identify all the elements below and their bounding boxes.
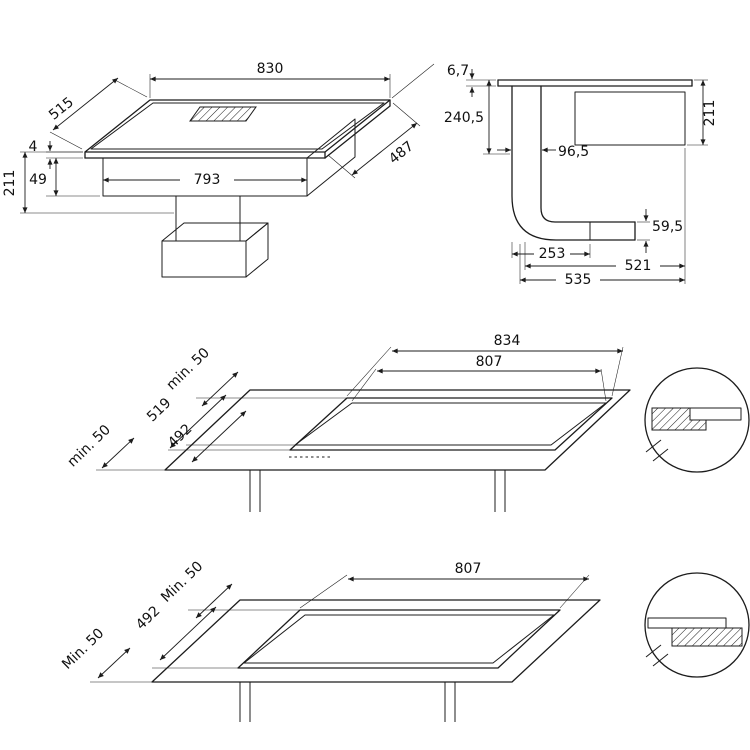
dim-min50-rear-flush: min. 50: [164, 345, 347, 407]
dim-59-5: 59,5: [637, 209, 683, 253]
overlay-plan-view: 807 Min. 50 492 Min. 50: [59, 558, 750, 722]
hob-outline: [289, 397, 613, 458]
glass-section-overlay: [647, 617, 727, 629]
exhaust-duct: [511, 85, 636, 241]
dim-label-49: 49: [29, 172, 47, 188]
dim-label-519: 519: [144, 395, 174, 425]
dim-49: 49: [29, 158, 100, 197]
dim-label-6-7: 6,7: [447, 63, 469, 79]
dim-492-overlay: 492: [133, 603, 238, 669]
dim-min50-left-overlay: Min. 50: [59, 625, 152, 683]
dim-211-right: 211: [687, 79, 718, 146]
dim-830: 830: [149, 61, 435, 99]
dim-label-211: 211: [2, 170, 18, 197]
dim-label-96-5: 96,5: [558, 144, 589, 160]
dim-834: 834: [346, 333, 624, 397]
dim-label-253: 253: [539, 246, 566, 262]
dim-label-min50-rear-flush: min. 50: [164, 345, 213, 393]
dim-211-left: 211: [2, 151, 174, 214]
worktop: [151, 599, 601, 722]
hob-outline: [237, 609, 561, 669]
dim-label-535: 535: [565, 272, 592, 288]
dim-label-521: 521: [625, 258, 652, 274]
side-view: 6,7 240,5 96,5 211 59,5: [444, 63, 718, 288]
dim-793: 793: [102, 172, 307, 188]
dim-96-5: 96,5: [497, 144, 589, 160]
dim-label-830: 830: [257, 61, 284, 77]
dim-label-492-flush: 492: [165, 421, 195, 451]
dim-label-807-overlay: 807: [455, 561, 482, 577]
dim-label-515: 515: [46, 94, 77, 123]
dim-label-240-5: 240,5: [444, 110, 484, 126]
detail-circle-overlay: [644, 572, 750, 678]
dim-label-807-flush: 807: [476, 354, 503, 370]
dim-807-overlay: 807: [299, 561, 590, 609]
hob-profile: [497, 79, 693, 87]
dim-487: 487: [327, 102, 421, 179]
overlay-detail-circle: [644, 572, 750, 678]
dim-535: 535: [519, 244, 685, 288]
dim-label-min50-rear-overlay: Min. 50: [158, 558, 206, 605]
motor-box-profile: [574, 91, 686, 146]
dim-492-flush: 492: [165, 410, 295, 463]
dim-label-211-right: 211: [702, 100, 718, 127]
dim-521: 521: [524, 148, 686, 284]
iso-view: 830 515 487 4 49: [2, 61, 435, 278]
dim-min50-left-flush: min. 50: [65, 422, 165, 470]
dim-label-834: 834: [494, 333, 521, 349]
flush-plan-view: 834 807 min. 50 519 492 min. 50: [65, 333, 750, 512]
duct-chimney: [175, 196, 241, 241]
vent-grille: [189, 106, 257, 122]
flush-detail-circle: [644, 367, 750, 473]
worktop: [164, 389, 631, 512]
worktop-section-flush: [651, 407, 707, 431]
dim-label-min50-left-flush: min. 50: [65, 422, 114, 470]
dim-label-492-overlay: 492: [133, 603, 163, 633]
dim-label-min50-left-overlay: Min. 50: [59, 625, 107, 672]
detail-circle-flush: [644, 367, 750, 473]
dim-label-487: 487: [386, 138, 417, 167]
glass-section-flush: [689, 407, 742, 421]
dim-label-59-5: 59,5: [652, 219, 683, 235]
motor-box: [161, 222, 269, 278]
dim-253: 253: [511, 242, 591, 262]
dim-min50-rear-overlay: Min. 50: [158, 558, 300, 619]
dim-label-4: 4: [29, 139, 38, 155]
dim-240-5: 240,5: [444, 80, 510, 155]
worktop-section-overlay: [671, 627, 743, 647]
dim-515: 515: [46, 77, 148, 150]
dim-label-793: 793: [194, 172, 221, 188]
dim-807-flush: 807: [351, 354, 607, 402]
